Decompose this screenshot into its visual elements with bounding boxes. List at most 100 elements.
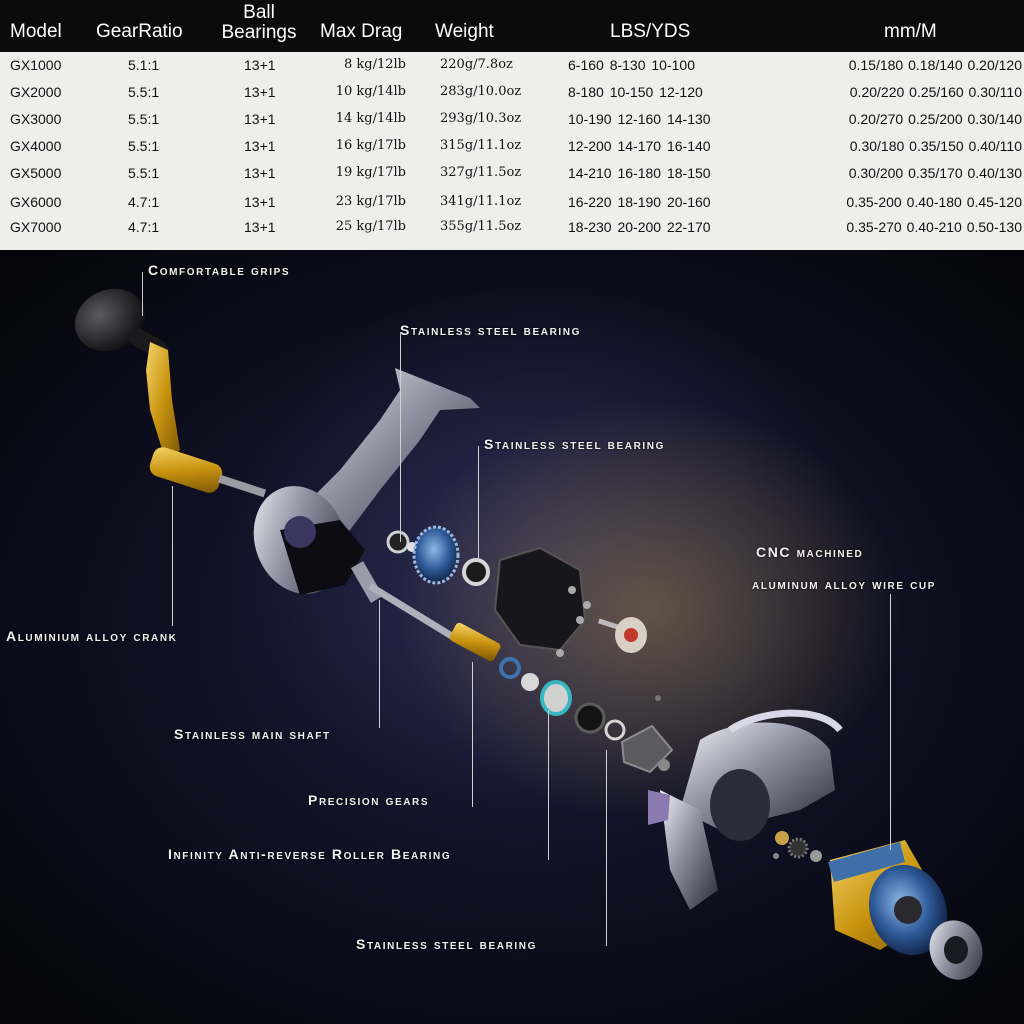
main-shaft — [350, 561, 501, 662]
spool-nut — [773, 831, 822, 862]
cell-ball-bearings: 13+1 — [244, 219, 276, 235]
cell-max-drag: 8 kg/12lb — [343, 57, 406, 72]
cell-weight: 327g/11.5oz — [440, 165, 522, 180]
cell-gear-ratio: 5.5:1 — [128, 111, 160, 127]
cell-gear-ratio: 5.5:1 — [128, 84, 160, 100]
spec-table: Model GearRatio Ball Bearings Max Drag W… — [0, 0, 1024, 250]
label-stainless-main-shaft: Stainless main shaft — [174, 726, 331, 742]
cell-mm-m: 0.20/270 0.25/200 0.30/140 — [848, 111, 1022, 127]
cell-model: GX1000 — [10, 57, 62, 73]
leader-line — [142, 272, 143, 316]
drag-knob-part — [597, 617, 647, 653]
header-model: Model — [10, 21, 62, 42]
leader-line — [606, 750, 607, 946]
cell-mm-m: 0.35-200 0.40-180 0.45-120 — [846, 194, 1022, 210]
label-cnc-machined: CNC machined — [756, 544, 864, 560]
rotor — [648, 709, 843, 910]
table-row: GX3000 5.5:1 13+1 14 kg/14lb 293g/10.3oz… — [0, 107, 1024, 134]
label-comfortable-grips: Comfortable grips — [148, 262, 291, 278]
cell-model: GX6000 — [10, 194, 62, 210]
header-ball-bearings: Ball Bearings — [216, 3, 302, 43]
cell-weight: 283g/10.0oz — [440, 84, 522, 99]
cell-lbs-yds: 12-200 14-170 16-140 — [568, 138, 711, 154]
label-stainless-steel-bearing-1: Stainless steel bearing — [400, 322, 581, 338]
cell-max-drag: 14 kg/14lb — [335, 111, 406, 126]
cell-weight: 220g/7.8oz — [440, 57, 513, 72]
leader-line — [379, 600, 380, 728]
cell-mm-m: 0.20/220 0.25/160 0.30/110 — [849, 84, 1022, 100]
cell-weight: 315g/11.1oz — [440, 138, 522, 153]
cell-max-drag: 23 kg/17lb — [335, 194, 406, 209]
cell-mm-m: 0.30/180 0.35/150 0.40/110 — [849, 138, 1022, 154]
cell-model: GX3000 — [10, 111, 62, 127]
cell-mm-m: 0.30/200 0.35/170 0.40/130 — [848, 165, 1022, 181]
label-precision-gears: Precision gears — [308, 792, 430, 808]
leader-line — [400, 332, 401, 542]
header-max-drag: Max Drag — [320, 21, 403, 42]
header-mm-m: mm/M — [884, 21, 937, 42]
reel-parts-illustration — [74, 288, 983, 980]
cell-max-drag: 16 kg/17lb — [335, 138, 406, 153]
cell-lbs-yds: 16-220 18-190 20-160 — [568, 194, 711, 210]
cell-gear-ratio: 5.5:1 — [128, 165, 160, 181]
table-row: GX2000 5.5:1 13+1 10 kg/14lb 283g/10.0oz… — [0, 80, 1024, 107]
table-row: GX1000 5.1:1 13+1 8 kg/12lb 220g/7.8oz 6… — [0, 53, 1024, 80]
cell-ball-bearings: 13+1 — [244, 165, 276, 181]
label-aluminum-alloy-wire-cup: aluminum alloy wire cup — [752, 576, 937, 592]
table-row: GX7000 4.7:1 13+1 25 kg/17lb 355g/11.5oz… — [0, 215, 1024, 242]
cell-max-drag: 10 kg/14lb — [335, 84, 406, 99]
cell-max-drag: 19 kg/17lb — [335, 165, 406, 180]
label-anti-reverse-roller-bearing: Infinity Anti-reverse Roller Bearing — [168, 846, 452, 862]
header-weight: Weight — [435, 21, 494, 42]
cell-ball-bearings: 13+1 — [244, 84, 276, 100]
cell-lbs-yds: 6-160 8-130 10-100 — [568, 57, 695, 73]
cell-mm-m: 0.35-270 0.40-210 0.50-130 — [846, 219, 1022, 235]
cell-weight: 355g/11.5oz — [440, 219, 522, 234]
cell-model: GX7000 — [10, 219, 62, 235]
spec-table-header: Model GearRatio Ball Bearings Max Drag W… — [0, 0, 1024, 52]
label-aluminium-alloy-crank: Aluminium alloy crank — [6, 628, 178, 644]
header-ball-bearings-line2: Bearings — [221, 22, 297, 43]
cell-model: GX4000 — [10, 138, 62, 154]
cell-gear-ratio: 5.5:1 — [128, 138, 160, 154]
cell-max-drag: 25 kg/17lb — [335, 219, 406, 234]
reel-body — [253, 368, 480, 595]
header-ball-bearings-line1: Ball — [243, 2, 275, 23]
cell-gear-ratio: 4.7:1 — [128, 219, 160, 235]
cell-lbs-yds: 14-210 16-180 18-150 — [568, 165, 711, 181]
cell-weight: 341g/11.1oz — [440, 194, 522, 209]
leader-line — [172, 486, 173, 626]
cell-mm-m: 0.15/180 0.18/140 0.20/120 — [848, 57, 1022, 73]
drive-gear — [412, 525, 460, 585]
crank-arm — [146, 342, 267, 498]
cell-ball-bearings: 13+1 — [244, 111, 276, 127]
header-gear-ratio: GearRatio — [96, 21, 183, 42]
cell-lbs-yds: 18-230 20-200 22-170 — [568, 219, 711, 235]
cell-lbs-yds: 10-190 12-160 14-130 — [568, 111, 711, 127]
pinion-parts — [499, 657, 674, 774]
cell-gear-ratio: 4.7:1 — [128, 194, 160, 210]
leader-line — [472, 662, 473, 807]
leader-line — [478, 446, 479, 562]
label-stainless-steel-bearing-3: Stainless steel bearing — [356, 936, 537, 952]
cell-ball-bearings: 13+1 — [244, 194, 276, 210]
cell-model: GX5000 — [10, 165, 62, 181]
cell-ball-bearings: 13+1 — [244, 57, 276, 73]
cell-model: GX2000 — [10, 84, 62, 100]
bearing-small — [386, 530, 417, 554]
spool — [828, 840, 948, 956]
cell-gear-ratio: 5.1:1 — [128, 57, 160, 73]
table-row: GX4000 5.5:1 13+1 16 kg/17lb 315g/11.1oz… — [0, 134, 1024, 161]
leader-line — [890, 594, 891, 850]
leader-line — [548, 710, 549, 860]
table-row: GX6000 4.7:1 13+1 23 kg/17lb 341g/11.1oz… — [0, 190, 1024, 217]
table-row: GX5000 5.5:1 13+1 19 kg/17lb 327g/11.5oz… — [0, 161, 1024, 188]
cell-ball-bearings: 13+1 — [244, 138, 276, 154]
exploded-reel-diagram: Comfortable grips Stainless steel bearin… — [0, 250, 1024, 1024]
cell-weight: 293g/10.3oz — [440, 111, 522, 126]
side-cover — [493, 546, 591, 657]
bearing-2 — [462, 558, 490, 586]
header-lbs-yds: LBS/YDS — [610, 21, 691, 42]
cell-lbs-yds: 8-180 10-150 12-120 — [568, 84, 703, 100]
drag-cap — [929, 920, 983, 980]
